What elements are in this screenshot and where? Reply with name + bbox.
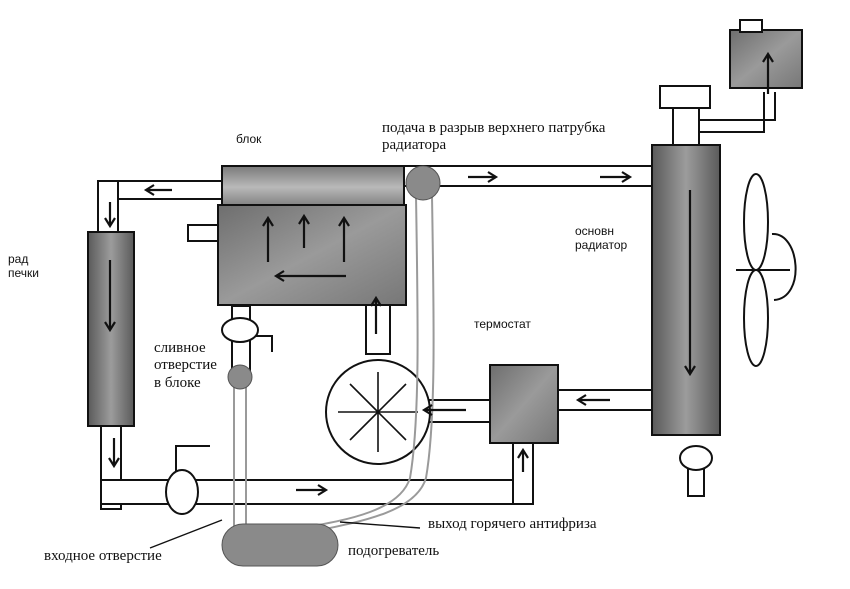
expansion-tank-cap xyxy=(739,19,763,33)
radiator-neck xyxy=(672,103,700,149)
main-radiator xyxy=(651,144,721,436)
block-label: блок xyxy=(236,132,262,146)
engine-block xyxy=(217,204,407,306)
drain-hole-label: сливное отверстие в блоке xyxy=(154,340,217,391)
thermostat xyxy=(489,364,559,444)
hot-outlet-label: выход горячего антифриза xyxy=(428,516,597,532)
leader-lines xyxy=(149,519,421,549)
flow-arrows xyxy=(104,51,774,496)
main-radiator-label: основн радиатор xyxy=(575,224,628,252)
inlet-valve xyxy=(165,469,199,515)
heater-feed-pipe-vertical xyxy=(97,180,119,234)
block-drain-tap xyxy=(250,335,273,352)
pump-impeller xyxy=(338,372,418,452)
block-drain-valve xyxy=(221,317,259,343)
top-feed-connector xyxy=(405,165,441,201)
radiator-fan xyxy=(736,173,797,367)
radiator-cap xyxy=(659,85,711,109)
valve-stem xyxy=(175,445,210,476)
heater-core-label: рад печки xyxy=(8,252,39,280)
radiator-drain-valve xyxy=(679,445,713,471)
preheater-label: подогреватель xyxy=(348,543,440,559)
thermostat-label: термостат xyxy=(474,317,531,331)
preheater xyxy=(221,523,339,567)
drain-connector xyxy=(227,364,253,390)
inlet-label: входное отверстие xyxy=(44,548,162,564)
preheater-hoses xyxy=(233,195,435,533)
cylinder-head xyxy=(221,165,405,209)
top-feed-label: подача в разрыв верхнего патрубка радиат… xyxy=(382,120,606,154)
overflow-pipe-outer xyxy=(698,92,776,121)
block-side-plug xyxy=(187,224,219,242)
overflow-pipe-inner xyxy=(698,92,765,133)
